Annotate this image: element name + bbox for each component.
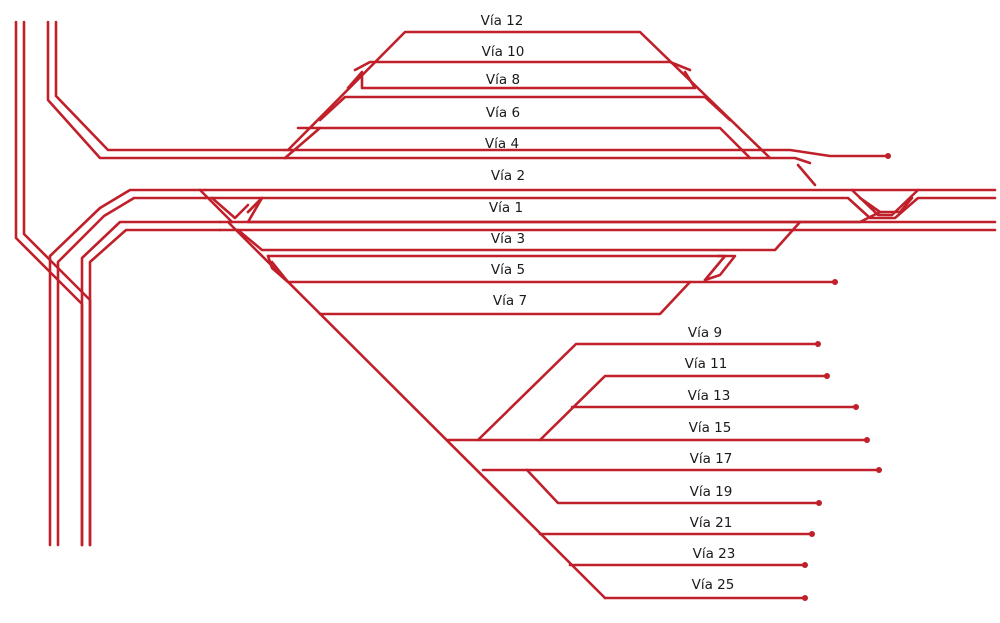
yard-tracks: [446, 342, 880, 600]
lower-fan-tracks: [236, 220, 836, 316]
track-via-7: [318, 280, 692, 316]
track-via-3: [236, 220, 802, 252]
crossover-left-a: [198, 188, 234, 224]
buffer-stop-via-9: [815, 341, 821, 347]
label-via-17: Vía 17: [690, 451, 733, 467]
label-via-7: Vía 7: [493, 293, 527, 309]
track-via-2-right: [796, 163, 817, 187]
diagonal-lead: [226, 220, 607, 600]
track-via-10: [353, 60, 692, 72]
label-via-21: Vía 21: [690, 515, 733, 531]
track-via-11: [538, 374, 828, 442]
buffer-stop-spur-upper: [885, 153, 891, 159]
track-via-1-inner: [246, 196, 882, 224]
label-via-4: Vía 4: [485, 136, 519, 152]
left-track-d-inner: [88, 228, 222, 547]
track-via-9: [476, 342, 820, 442]
track-via-1-outer: [260, 196, 997, 220]
left-track-c-inner: [56, 196, 207, 547]
label-via-11: Vía 11: [685, 356, 728, 372]
label-via-2: Vía 2: [491, 168, 525, 184]
middle-main-tracks: [198, 163, 997, 232]
left-track-b-inner: [54, 20, 287, 152]
label-via-10: Vía 10: [482, 44, 525, 60]
track-via-19: [525, 468, 820, 505]
buffer-stop-via-15: [864, 437, 870, 443]
label-via-3: Vía 3: [491, 231, 525, 247]
label-via-8: Vía 8: [486, 72, 520, 88]
buffer-stop-via-19: [816, 500, 822, 506]
buffer-stop-via-13: [853, 404, 859, 410]
buffer-stop-via-21: [809, 531, 815, 537]
track-via-12: [286, 30, 772, 160]
left-track-b-outer: [46, 20, 287, 160]
label-via-15: Vía 15: [689, 420, 732, 436]
diagonal-lead-track: [226, 220, 607, 600]
label-via-12: Vía 12: [481, 13, 524, 29]
track-via-5: [270, 260, 836, 284]
track-via-5-right: [703, 254, 737, 282]
crossover-right-b: [858, 196, 914, 214]
label-via-13: Vía 13: [688, 388, 731, 404]
label-via-6: Vía 6: [486, 105, 520, 121]
left-track-d-outer: [80, 220, 222, 547]
buffer-stop-via-23: [802, 562, 808, 568]
track-labels: Vía 12 Vía 10 Vía 8 Vía 6 Vía 4 Vía 2 Ví…: [481, 13, 736, 593]
left-approach-tracks: [14, 20, 287, 547]
buffer-stop-via-25: [802, 595, 808, 601]
track-via-6: [318, 95, 732, 122]
label-via-19: Vía 19: [690, 484, 733, 500]
buffer-stop-via-17: [876, 467, 882, 473]
buffer-stops: [802, 153, 891, 601]
label-via-23: Vía 23: [693, 546, 736, 562]
label-via-25: Vía 25: [692, 577, 735, 593]
buffer-stop-via-5: [832, 279, 838, 285]
track-via-4: [296, 126, 752, 160]
label-via-5: Vía 5: [491, 262, 525, 278]
track-main-upper-outer: [283, 148, 888, 158]
left-track-c-outer: [48, 188, 207, 547]
label-via-9: Vía 9: [688, 325, 722, 341]
track-via-8: [346, 70, 697, 90]
track-main-upper-inner: [283, 156, 812, 165]
track-via-4-lower: [283, 126, 322, 160]
buffer-stop-via-11: [824, 373, 830, 379]
upper-fan-tracks: [283, 30, 888, 165]
crossover-left-b: [210, 196, 250, 220]
label-via-1: Vía 1: [489, 200, 523, 216]
